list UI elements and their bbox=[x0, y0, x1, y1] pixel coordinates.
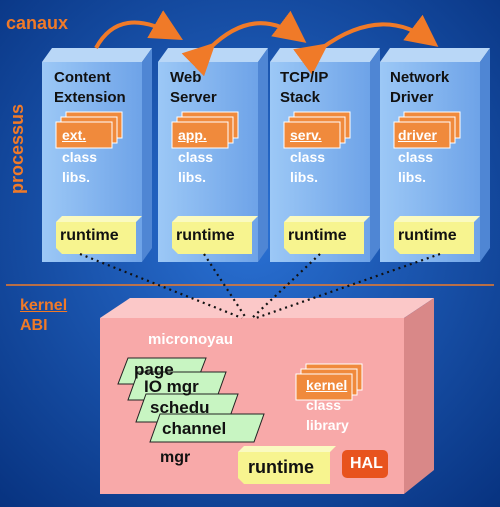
lib-prefix: ext. bbox=[62, 127, 87, 143]
kernel-label: kernel bbox=[20, 297, 68, 314]
manager-label: schedu bbox=[150, 398, 210, 417]
abi-label: ABI bbox=[20, 317, 48, 334]
lib-libs: libs. bbox=[62, 169, 91, 185]
lib-class: class bbox=[290, 149, 326, 165]
manager-stack bbox=[117, 357, 265, 443]
runtime-label: runtime bbox=[288, 227, 347, 244]
channel-arrow-2 bbox=[181, 10, 307, 77]
runtime-tab-3 bbox=[284, 216, 370, 254]
runtime-label: runtime bbox=[176, 227, 235, 244]
lib-prefix: app. bbox=[178, 127, 207, 143]
process-title-line2: Stack bbox=[280, 89, 321, 106]
process-title-line1: Content bbox=[54, 69, 111, 86]
channels-label: canaux bbox=[6, 13, 69, 33]
process-title-line1: Network bbox=[390, 69, 450, 86]
kernel-lib-label: kernel bbox=[306, 377, 348, 393]
runtime-tab-2 bbox=[172, 216, 258, 254]
lib-class: class bbox=[62, 149, 98, 165]
runtime-tab-4 bbox=[394, 216, 480, 254]
channel-arrow-3 bbox=[293, 14, 439, 76]
process-title-line2: Extension bbox=[54, 89, 126, 106]
lib-libs: libs. bbox=[290, 169, 319, 185]
lib-stack-4 bbox=[393, 111, 461, 149]
processes-label: processus bbox=[7, 103, 28, 195]
kernel-lib-class-label: class bbox=[306, 397, 342, 413]
lib-class: class bbox=[178, 149, 214, 165]
lib-stack-2 bbox=[171, 111, 239, 149]
runtime-label: runtime bbox=[60, 227, 119, 244]
hal-box bbox=[342, 450, 388, 478]
lib-stack-1 bbox=[55, 111, 123, 149]
lib-libs: libs. bbox=[178, 169, 207, 185]
channel-arrow-1 bbox=[94, 10, 183, 49]
lib-prefix: serv. bbox=[290, 127, 322, 143]
runtime-tab-1 bbox=[56, 216, 142, 254]
kernel-lib-library-label: library bbox=[306, 417, 349, 433]
manager-label: page bbox=[134, 360, 174, 379]
process-title-line2: Server bbox=[170, 89, 217, 106]
hal-label: HAL bbox=[350, 455, 383, 472]
lib-libs: libs. bbox=[398, 169, 427, 185]
kernel-lib-stack bbox=[295, 363, 363, 401]
runtime-label: runtime bbox=[398, 227, 457, 244]
microkernel-label: micronoyau bbox=[148, 331, 234, 348]
process-title-line1: TCP/IP bbox=[280, 69, 329, 86]
process-title-line2: Driver bbox=[390, 89, 434, 106]
mgr-suffix-label: mgr bbox=[160, 449, 191, 466]
manager-label: IO mgr bbox=[144, 377, 199, 396]
manager-label: channel bbox=[162, 419, 227, 438]
lib-stack-3 bbox=[283, 111, 351, 149]
process-title-line1: Web bbox=[170, 69, 202, 86]
lib-prefix: driver bbox=[398, 127, 437, 143]
lib-class: class bbox=[398, 149, 434, 165]
kernel-runtime-label: runtime bbox=[248, 457, 315, 477]
kernel-runtime-tab bbox=[238, 446, 336, 484]
